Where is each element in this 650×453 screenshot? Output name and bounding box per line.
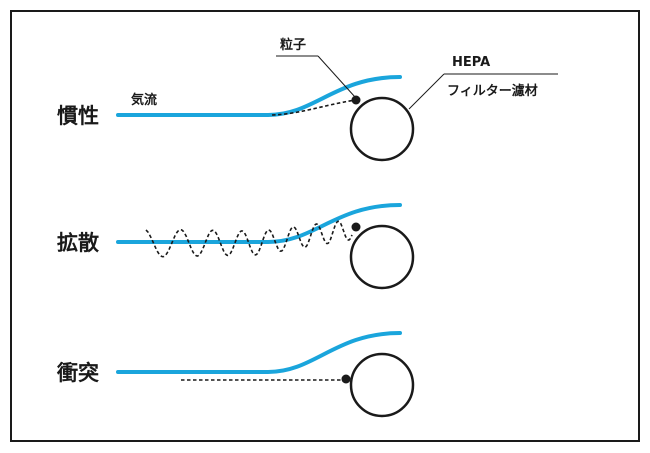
label-interception: 衝突 — [56, 361, 99, 385]
airflow-line-interception — [116, 331, 402, 374]
filter-fiber-diffusion — [349, 224, 415, 290]
particle-label: 粒子 — [280, 37, 306, 53]
particle-leader-line — [317, 55, 356, 98]
filter-leader-line — [408, 73, 445, 110]
filter-fiber-interception — [349, 352, 415, 418]
particle-dot-interception — [341, 374, 351, 384]
particle-dot-diffusion — [351, 222, 361, 232]
row-inertia: 慣性 気流 粒子 HEPA フィルター濾材 — [56, 37, 558, 162]
filter-label-line1: HEPA — [452, 55, 490, 70]
airflow-label: 気流 — [131, 92, 157, 108]
label-diffusion: 拡散 — [57, 231, 99, 255]
filter-fiber-inertia — [349, 96, 415, 162]
row-diffusion: 拡散 — [57, 203, 415, 290]
particle-path-inertia — [271, 99, 356, 116]
filter-label-line2: フィルター濾材 — [447, 83, 538, 99]
row-interception: 衝突 — [56, 331, 415, 418]
label-inertia: 慣性 — [56, 104, 99, 128]
particle-dot-inertia — [351, 95, 361, 105]
diagram-frame — [10, 10, 640, 442]
